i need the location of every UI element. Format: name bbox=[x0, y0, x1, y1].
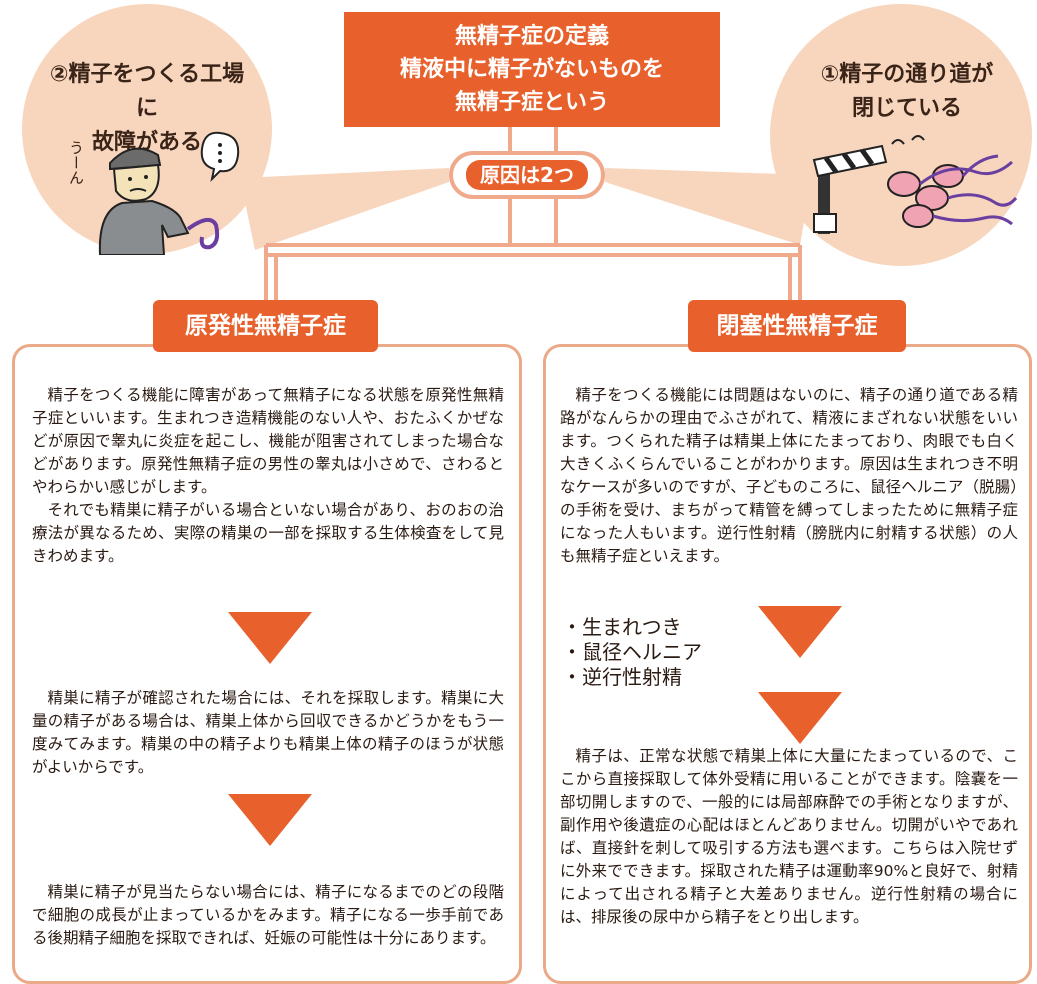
left-paragraph-2: 精巣に精子が確認された場合には、それを採取します。精巣に大量の精子がある場合は、… bbox=[32, 689, 504, 776]
left-paragraph-1a: 精子をつくる機能に障害があって無精子になる状態を原発性無精子症といいます。生まれ… bbox=[32, 386, 504, 496]
right-cause-line-1: ①精子の通り道が bbox=[820, 62, 994, 87]
left-paragraph-1b: それでも精巣に精子がいる場合といない場合があり、おのおの治療法が異なるため、実際… bbox=[32, 501, 504, 565]
right-cause-line-2: 閉じている bbox=[851, 96, 962, 121]
title-line-2: 精液中に精子がないものを bbox=[399, 57, 664, 82]
sound-text: うーん bbox=[67, 140, 85, 185]
right-paragraph-1: 精子をつくる機能には問題はないのに、精子の通り道である精路がなんらかの理由でふさ… bbox=[560, 386, 1018, 565]
causes-label: 原因は2つ bbox=[466, 160, 588, 190]
primary-azoospermia-heading: 原発性無精子症 bbox=[153, 300, 378, 352]
left-arrow-1 bbox=[228, 612, 312, 664]
title-line-3: 無精子症という bbox=[454, 90, 609, 115]
right-arrow-1 bbox=[758, 606, 842, 658]
causes-badge: 原因は2つ bbox=[449, 151, 605, 199]
right-cause-text: ①精子の通り道が 閉じている bbox=[800, 58, 1014, 126]
left-cause-line-1: ②精子をつくる工場に bbox=[49, 62, 245, 121]
title-line-1: 無精子症の定義 bbox=[454, 24, 609, 49]
cause-bullet-item: 生まれつき bbox=[562, 615, 702, 640]
worker-illustration bbox=[98, 131, 240, 255]
left-cause-text: ②精子をつくる工場に 故障がある bbox=[40, 58, 254, 160]
cause-bullet-item: 逆行性射精 bbox=[562, 665, 702, 690]
obstructive-azoospermia-heading: 閉塞性無精子症 bbox=[688, 300, 906, 352]
cause-bullet-item: 鼠径ヘルニア bbox=[562, 640, 702, 665]
right-paragraph-2: 精子は、正常な状態で精巣上体に大量にたまっているので、ここから直接採取して体外受… bbox=[560, 747, 1018, 926]
definition-title-box: 無精子症の定義 精液中に精子がないものを 無精子症という bbox=[344, 12, 720, 127]
left-arrow-2 bbox=[228, 794, 312, 846]
sperm-illustration bbox=[812, 135, 1018, 234]
left-paragraph-1: 精子をつくる機能に障害があって無精子になる状態を原発性無精子症といいます。生まれ… bbox=[32, 384, 504, 568]
left-paragraph-3: 精巣に精子が見当たらない場合には、精子になるまでのどの段階で細胞の成長が止まって… bbox=[32, 883, 504, 947]
right-arrow-2 bbox=[758, 692, 842, 744]
cause-bullet-list: 生まれつき 鼠径ヘルニア 逆行性射精 bbox=[562, 615, 702, 690]
